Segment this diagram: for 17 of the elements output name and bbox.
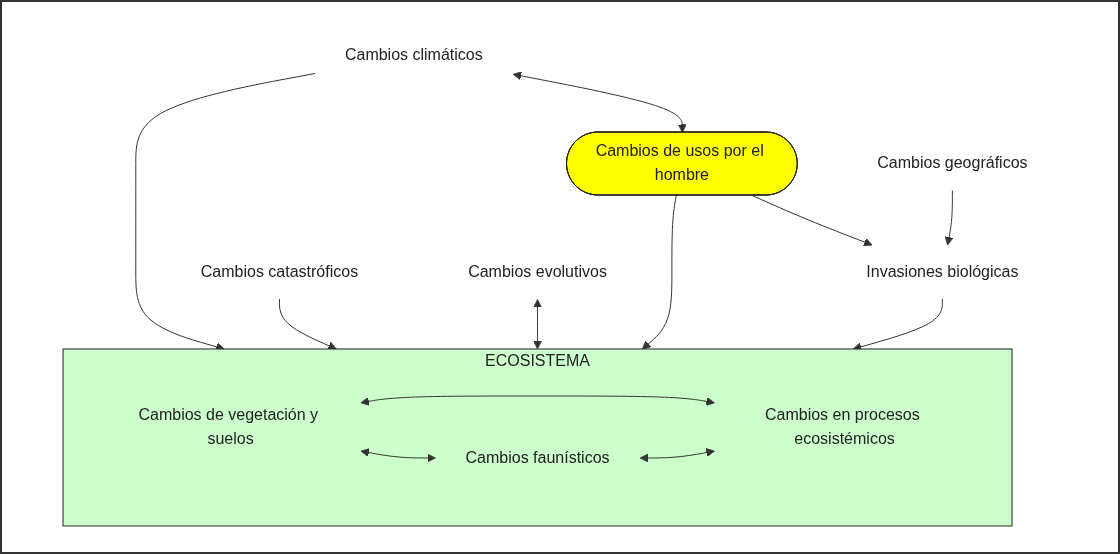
node-text: Invasiones biológicas [866, 262, 1019, 280]
arrow [360, 395, 715, 406]
node-text: Cambios faunísticos [465, 448, 610, 466]
arrow [278, 298, 337, 350]
arrow [360, 448, 436, 463]
arrow [751, 195, 873, 247]
node-text: Cambios de vegetación y suelos [138, 405, 318, 447]
node-text: Cambios catastróficos [200, 262, 358, 280]
arrow [639, 448, 715, 463]
node-text: Cambios evolutivos [467, 262, 607, 280]
arrow [532, 299, 542, 350]
node-text: Cambios climáticos [344, 46, 483, 63]
node-text: Cambios en procesos ecosistémicos [764, 405, 920, 447]
arrow [944, 190, 954, 246]
node-text: Cambios geográficos [876, 154, 1028, 172]
arrow [512, 71, 687, 133]
arrow [641, 194, 677, 350]
